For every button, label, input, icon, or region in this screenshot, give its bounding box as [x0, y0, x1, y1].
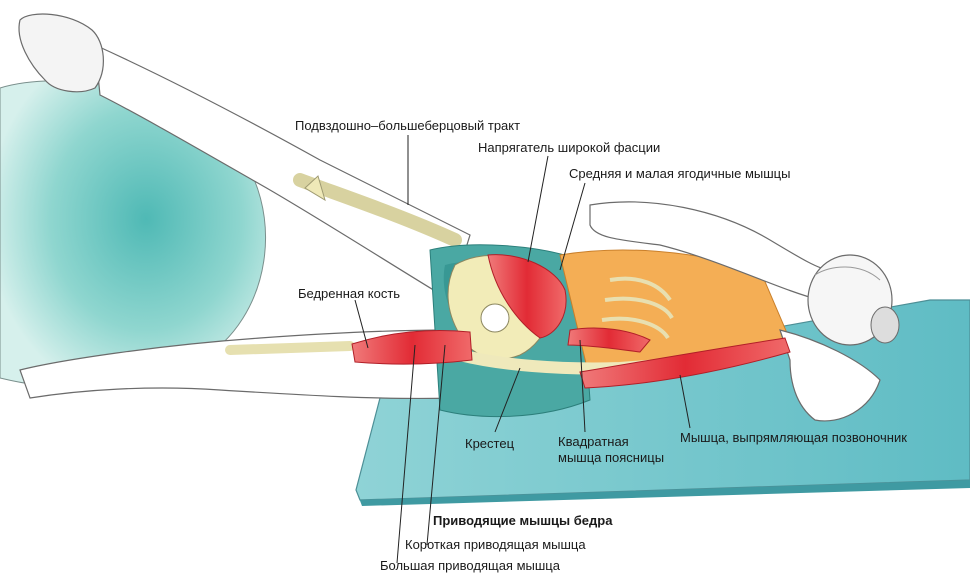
raised-leg: [18, 13, 471, 301]
label-gluteus: Средняя и малая ягодичные мышцы: [569, 166, 791, 181]
upper-arm: [589, 201, 881, 422]
leader-quadratus: [579, 339, 586, 433]
muscles: [351, 254, 791, 389]
leader-adductor-magnus: [396, 344, 416, 564]
label-tfl: Напрягатель широкой фасции: [478, 140, 661, 155]
label-femur: Бедренная кость: [298, 286, 401, 301]
raised-foot: [18, 13, 104, 93]
gluteus-muscle: [487, 254, 567, 339]
adductor-muscles: [351, 330, 473, 365]
label-quadratus-line2: мышца поясницы: [558, 450, 665, 465]
leader-femur: [354, 299, 369, 349]
quadratus-lumborum-muscle: [567, 327, 651, 353]
label-sacrum: Крестец: [465, 436, 515, 451]
erector-spinae-muscle: [579, 337, 791, 389]
leader-sacrum: [494, 367, 521, 433]
leader-erector: [679, 374, 691, 429]
label-erector: Мышца, выпрямляющая позвоночник: [680, 430, 907, 445]
label-adductor-brevis: Короткая приводящая мышца: [405, 537, 586, 552]
hand: [779, 329, 881, 422]
leader-adductor-brevis: [426, 344, 446, 546]
head: [807, 254, 900, 346]
label-quadratus-line1: Квадратная: [558, 434, 629, 449]
label-adductors: Приводящие мышцы бедра: [433, 513, 613, 528]
label-adductor-magnus: Большая приводящая мышца: [380, 558, 560, 573]
leader-lines: [354, 135, 691, 564]
label-it-band: Подвздошно–большеберцовый тракт: [295, 118, 521, 133]
lower-tibia-bone: [225, 341, 355, 355]
rib-bones: [601, 276, 674, 340]
leader-tfl: [527, 155, 549, 263]
leader-gluteus: [559, 182, 586, 271]
